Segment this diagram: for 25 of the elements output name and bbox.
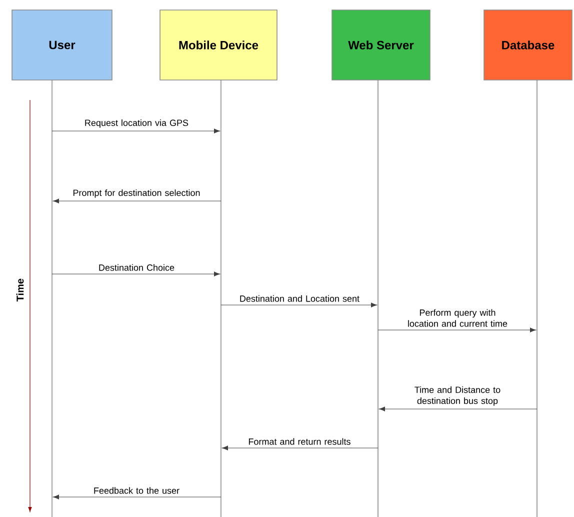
lifeline [51,80,53,517]
message-label: Format and return results [248,438,350,445]
message-arrow [379,406,538,412]
message-label: Request location via GPS [85,119,188,128]
message-arrow [220,302,377,308]
axis-label: Time [15,277,25,303]
message-label: Destination and Location sent [240,295,360,302]
message-arrow [52,272,220,276]
lifeline [377,80,379,517]
message-arrow [52,128,220,134]
participant-box: Mobile Device [160,10,278,80]
message-label: Time and Distance to destination bus stop [414,386,500,406]
message-label: Prompt for destination selection [73,189,200,198]
message-label: Perform query with location and current time [408,309,508,327]
message-arrow [222,446,378,450]
message-label: Feedback to the user [94,487,180,494]
message-label: Destination Choice [99,264,174,271]
participant-box: Database [484,10,572,80]
lifeline [536,80,538,517]
message-arrow [53,494,222,500]
participant-box: Web Server [332,10,430,80]
participant-box: User [12,10,112,80]
message-arrow [378,328,536,332]
message-arrow [53,198,222,204]
lifeline [220,80,222,517]
